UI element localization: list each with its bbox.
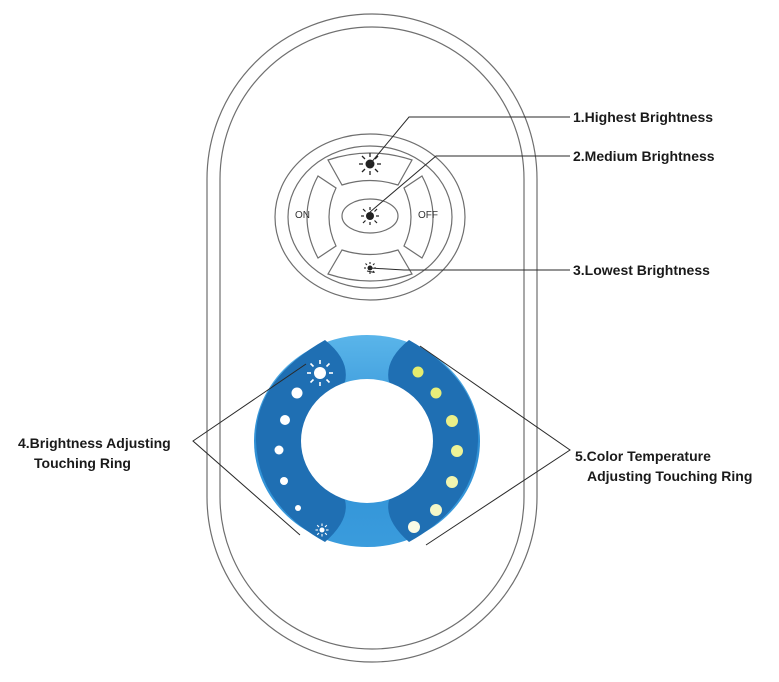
on-label: ON [295, 210, 310, 221]
on-button[interactable] [306, 175, 337, 259]
highest-brightness-button[interactable] [327, 152, 413, 186]
touch-ring [254, 335, 480, 547]
cluster-outer-ring [274, 133, 466, 301]
remote-body-inner [219, 26, 525, 650]
brightness-ring[interactable] [255, 340, 346, 542]
brightness-sun-small-icon [315, 523, 329, 537]
off-button[interactable] [403, 175, 434, 259]
brightness-dot [280, 477, 288, 485]
remote-body-outer [206, 13, 538, 663]
low-brightness-sun-icon [364, 262, 376, 274]
leader-line-4 [192, 363, 307, 536]
color-temperature-dot [446, 476, 458, 488]
color-temperature-dot [412, 366, 424, 378]
brightness-dot [295, 505, 301, 511]
medium-brightness-button[interactable] [341, 198, 399, 234]
lowest-brightness-button[interactable] [327, 249, 413, 282]
color-temperature-dot [430, 387, 442, 399]
callout-brightness-ring-line1: 4.Brightness Adjusting [18, 435, 171, 451]
color-temperature-dot [408, 521, 420, 533]
color-temperature-dot [430, 504, 442, 516]
color-temperature-dot [446, 415, 458, 427]
brightness-sun-large-icon [307, 360, 333, 386]
leader-line-2 [369, 155, 570, 213]
callout-highest-brightness: 1.Highest Brightness [573, 109, 713, 125]
callout-lowest-brightness: 3.Lowest Brightness [573, 262, 710, 278]
brightness-dot [291, 387, 303, 399]
touch-ring-center [301, 379, 433, 503]
callout-brightness-ring-line2: Touching Ring [34, 455, 131, 471]
brightness-dot [274, 445, 284, 455]
color-temperature-dot [451, 445, 463, 457]
leader-lines [192, 116, 571, 546]
leader-line-1 [369, 116, 570, 165]
brightness-dot [280, 415, 290, 425]
button-cluster: ON OFF [274, 133, 466, 301]
cluster-inner-ring [287, 145, 453, 289]
off-label: OFF [418, 210, 438, 221]
callout-color-ring-line2: Adjusting Touching Ring [587, 468, 752, 484]
color-temperature-ring[interactable] [388, 340, 479, 542]
medium-brightness-sun-icon [361, 207, 379, 225]
callout-medium-brightness: 2.Medium Brightness [573, 148, 715, 164]
leader-line-3 [369, 267, 570, 271]
leader-line-5 [419, 345, 571, 546]
callout-color-ring-line1: 5.Color Temperature [575, 448, 711, 464]
